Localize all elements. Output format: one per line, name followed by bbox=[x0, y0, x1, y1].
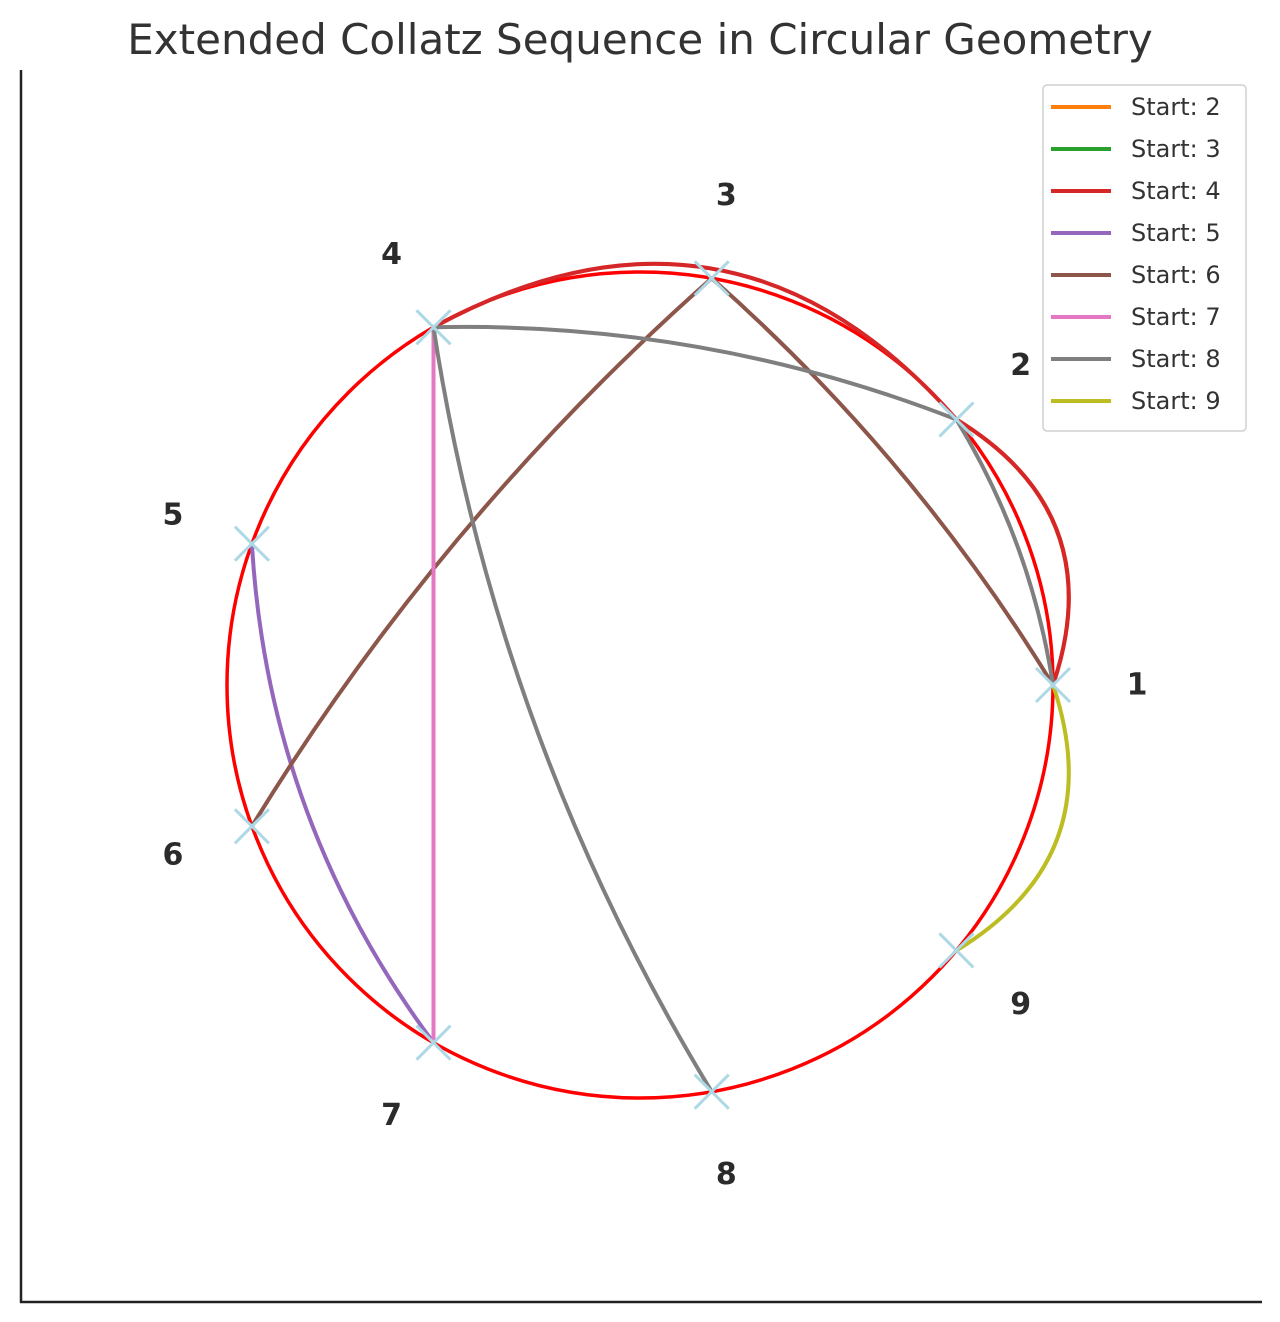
unit-circle bbox=[225, 270, 1055, 1100]
legend-label-2: Start: 2 bbox=[1131, 93, 1221, 121]
label-layer: 1 2 3 4 5 6 7 8 9 bbox=[163, 178, 1148, 1192]
node-label-2: 2 bbox=[1010, 348, 1031, 383]
node-marker-4 bbox=[415, 309, 452, 346]
legend-label-9: Start: 9 bbox=[1131, 387, 1221, 415]
series-line-start-8 bbox=[431, 324, 959, 422]
node-label-6: 6 bbox=[163, 837, 184, 872]
node-marker-3 bbox=[693, 260, 730, 297]
series-line-start-8 bbox=[431, 325, 714, 1094]
node-label-4: 4 bbox=[381, 237, 402, 272]
legend-box bbox=[1042, 84, 1247, 432]
legend-label-4: Start: 4 bbox=[1131, 177, 1221, 205]
node-marker-1 bbox=[1034, 666, 1072, 704]
series-line-start-8 bbox=[954, 417, 1055, 687]
legend: Start: 2 Start: 3 Start: 4 Start: 5 Start: 6… bbox=[1042, 84, 1247, 432]
node-marker-8 bbox=[693, 1073, 730, 1110]
node-label-9: 9 bbox=[1010, 987, 1031, 1022]
circle-layer bbox=[225, 270, 1055, 1100]
legend-label-5: Start: 5 bbox=[1131, 219, 1221, 247]
legend-label-3: Start: 3 bbox=[1131, 135, 1221, 163]
node-marker-2 bbox=[938, 401, 975, 438]
legend-label-7: Start: 7 bbox=[1131, 303, 1221, 331]
legend-label-8: Start: 8 bbox=[1131, 345, 1221, 373]
node-label-1: 1 bbox=[1127, 668, 1148, 703]
node-marker-9 bbox=[938, 932, 975, 969]
series-line-start-6 bbox=[249, 276, 714, 829]
node-label-7: 7 bbox=[381, 1098, 402, 1133]
node-marker-7 bbox=[415, 1024, 452, 1061]
series-line-start-5 bbox=[249, 541, 436, 1045]
legend-label-6: Start: 6 bbox=[1131, 261, 1221, 289]
series-line-start-6 bbox=[709, 276, 1055, 687]
node-label-3: 3 bbox=[716, 178, 737, 213]
series-line-start-4 bbox=[431, 261, 959, 422]
chart-title: Extended Collatz Sequence in Circular Ge… bbox=[127, 15, 1152, 64]
node-marker-6 bbox=[233, 808, 270, 845]
node-marker-5 bbox=[233, 525, 270, 562]
series-line-start-4 bbox=[954, 417, 1071, 687]
node-label-5: 5 bbox=[163, 498, 184, 533]
series-line-start-9 bbox=[954, 683, 1071, 953]
node-label-8: 8 bbox=[716, 1157, 737, 1192]
series-layer bbox=[249, 261, 1071, 1094]
marker-layer bbox=[233, 260, 1072, 1110]
